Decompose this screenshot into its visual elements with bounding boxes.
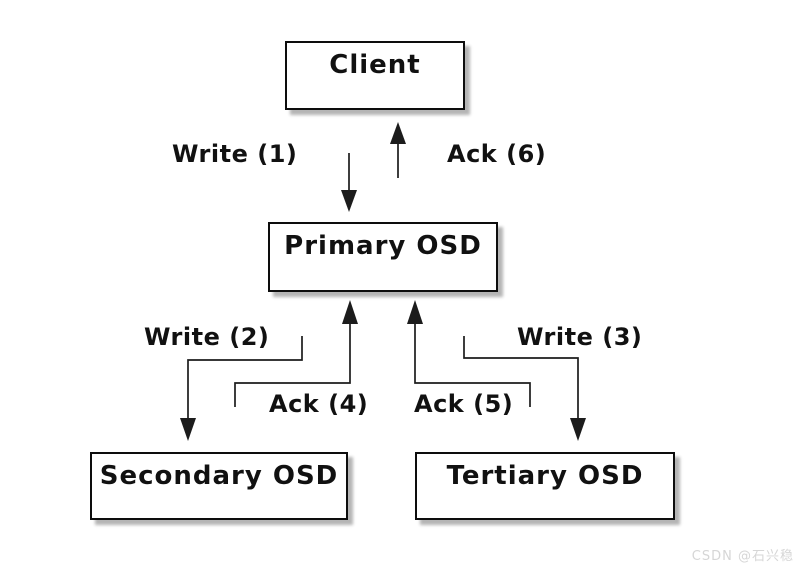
edge-write1-connector (341, 153, 357, 212)
ack5-line (414, 323, 531, 407)
node-secondary-osd-label: Secondary OSD (99, 461, 339, 491)
edge-label-ack6: Ack (6) (447, 140, 547, 168)
write3-arrowhead-down-icon (570, 418, 586, 441)
node-primary-osd: Primary OSD (268, 222, 498, 292)
write3-line (463, 336, 579, 419)
node-tertiary-osd-label: Tertiary OSD (446, 461, 644, 491)
edge-label-write3: Write (3) (517, 323, 643, 351)
ack4-line (234, 323, 351, 407)
edge-write3-connector (463, 336, 586, 441)
ack6-arrowhead-up-icon (390, 122, 406, 144)
write2-line (187, 336, 303, 419)
ack4-arrowhead-up-icon (342, 300, 358, 324)
node-client-label: Client (329, 50, 421, 80)
node-primary-osd-label: Primary OSD (284, 231, 482, 261)
node-secondary-osd: Secondary OSD (90, 452, 348, 520)
node-tertiary-osd: Tertiary OSD (415, 452, 675, 520)
write1-arrowhead-down-icon (341, 190, 357, 212)
edge-ack5-connector (407, 300, 531, 407)
edge-label-ack4: Ack (4) (269, 390, 369, 418)
edge-label-write2: Write (2) (144, 323, 270, 351)
edge-ack6-connector (390, 122, 406, 178)
edge-write2-connector (180, 336, 303, 441)
write2-arrowhead-down-icon (180, 418, 196, 441)
edge-label-ack5: Ack (5) (414, 390, 514, 418)
edge-label-write1: Write (1) (172, 140, 298, 168)
edge-ack4-connector (234, 300, 358, 407)
node-client: Client (285, 41, 465, 110)
csdn-watermark: CSDN @石兴稳 (691, 549, 794, 564)
ack5-arrowhead-up-icon (407, 300, 423, 324)
